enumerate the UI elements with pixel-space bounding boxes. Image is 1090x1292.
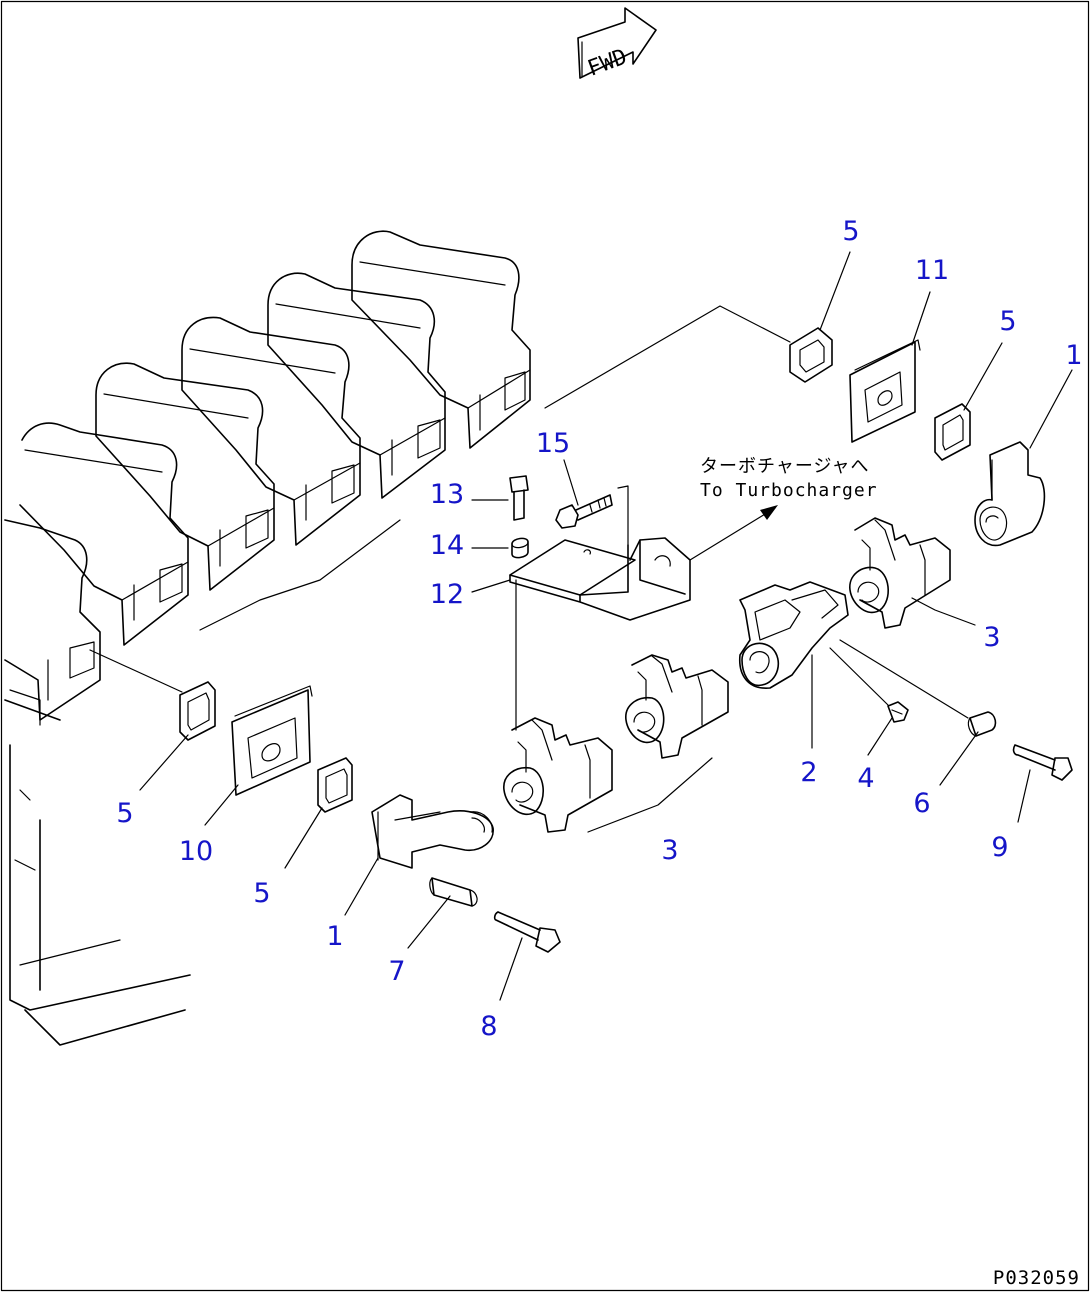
leader-5a [819,251,851,331]
gasket-upper-2 [934,403,971,461]
callout-13: 13 [430,479,464,510]
manifold-section-left [503,717,613,833]
bolt-15 [555,494,613,529]
note-english: To Turbocharger [700,480,878,501]
fwd-arrow: FWD [577,7,657,82]
sleeve-7 [429,877,478,907]
callout-5: 5 [116,798,133,829]
callout-15: 15 [536,428,570,459]
callout-14: 14 [430,530,464,561]
leader-1b [344,857,379,916]
drawing-code: P032059 [993,1267,1080,1289]
exhaust-elbow-rear [974,441,1046,547]
leader-5d [284,807,323,869]
callout-3: 3 [983,622,1000,653]
manifold-section-middle [625,654,729,759]
callout-4: 4 [857,763,874,794]
callout-1: 1 [326,921,343,952]
manifold-section-right [849,517,951,629]
leader-manifold-to-plug [829,647,889,706]
callout-8: 8 [480,1011,497,1042]
leader-8 [499,937,523,1001]
sleeve-6 [967,711,997,737]
heat-shield-lower [231,685,313,796]
leader-15 [563,459,579,506]
callout-10: 10 [179,836,213,867]
leader-11 [911,291,931,346]
exhaust-elbow-front [371,794,494,869]
note-japanese: ターボチャージャへ [700,456,870,477]
arrow-head [760,505,778,520]
leader-callout-3-upper [911,597,976,626]
gasket-lower-1 [179,681,216,741]
arrow-to-turbo [689,507,776,561]
callout-5: 5 [842,216,859,247]
manifold-center [739,581,849,689]
plug-4 [887,701,909,723]
leader-manifold-to-sleeve [839,639,969,719]
callout-1: 1 [1065,340,1082,371]
leader-5b [963,342,1003,411]
gasket-lower-2 [317,757,353,813]
leader-callout-3-lower [587,757,713,833]
callout-11: 11 [915,255,949,286]
fwd-label: FWD [584,45,630,82]
leader-port-to-lower-gasket [89,649,183,693]
leader-6 [939,731,979,786]
callout-12: 12 [430,579,464,610]
leader-4 [867,717,893,756]
callout-2: 2 [800,757,817,788]
bolt-13 [509,475,529,521]
bolt-9 [1012,744,1073,781]
leader-10 [204,784,239,826]
callout-5: 5 [253,878,270,909]
callout-6: 6 [913,788,930,819]
gasket-upper-1 [789,327,833,383]
callout-7: 7 [388,956,405,987]
leader-12 [471,579,511,593]
heat-shield-upper [849,339,921,443]
leader-9 [1017,769,1031,823]
bolt-8 [493,911,561,953]
callout-9: 9 [991,832,1008,863]
washer-14 [511,537,529,559]
callout-5: 5 [999,306,1016,337]
leader-5c [139,734,189,791]
engine-cylinder-heads [4,230,531,1046]
leader-7 [407,895,451,949]
leader-1a [1029,369,1073,449]
leader-port-to-gasket [544,305,791,409]
callout-3: 3 [661,835,678,866]
